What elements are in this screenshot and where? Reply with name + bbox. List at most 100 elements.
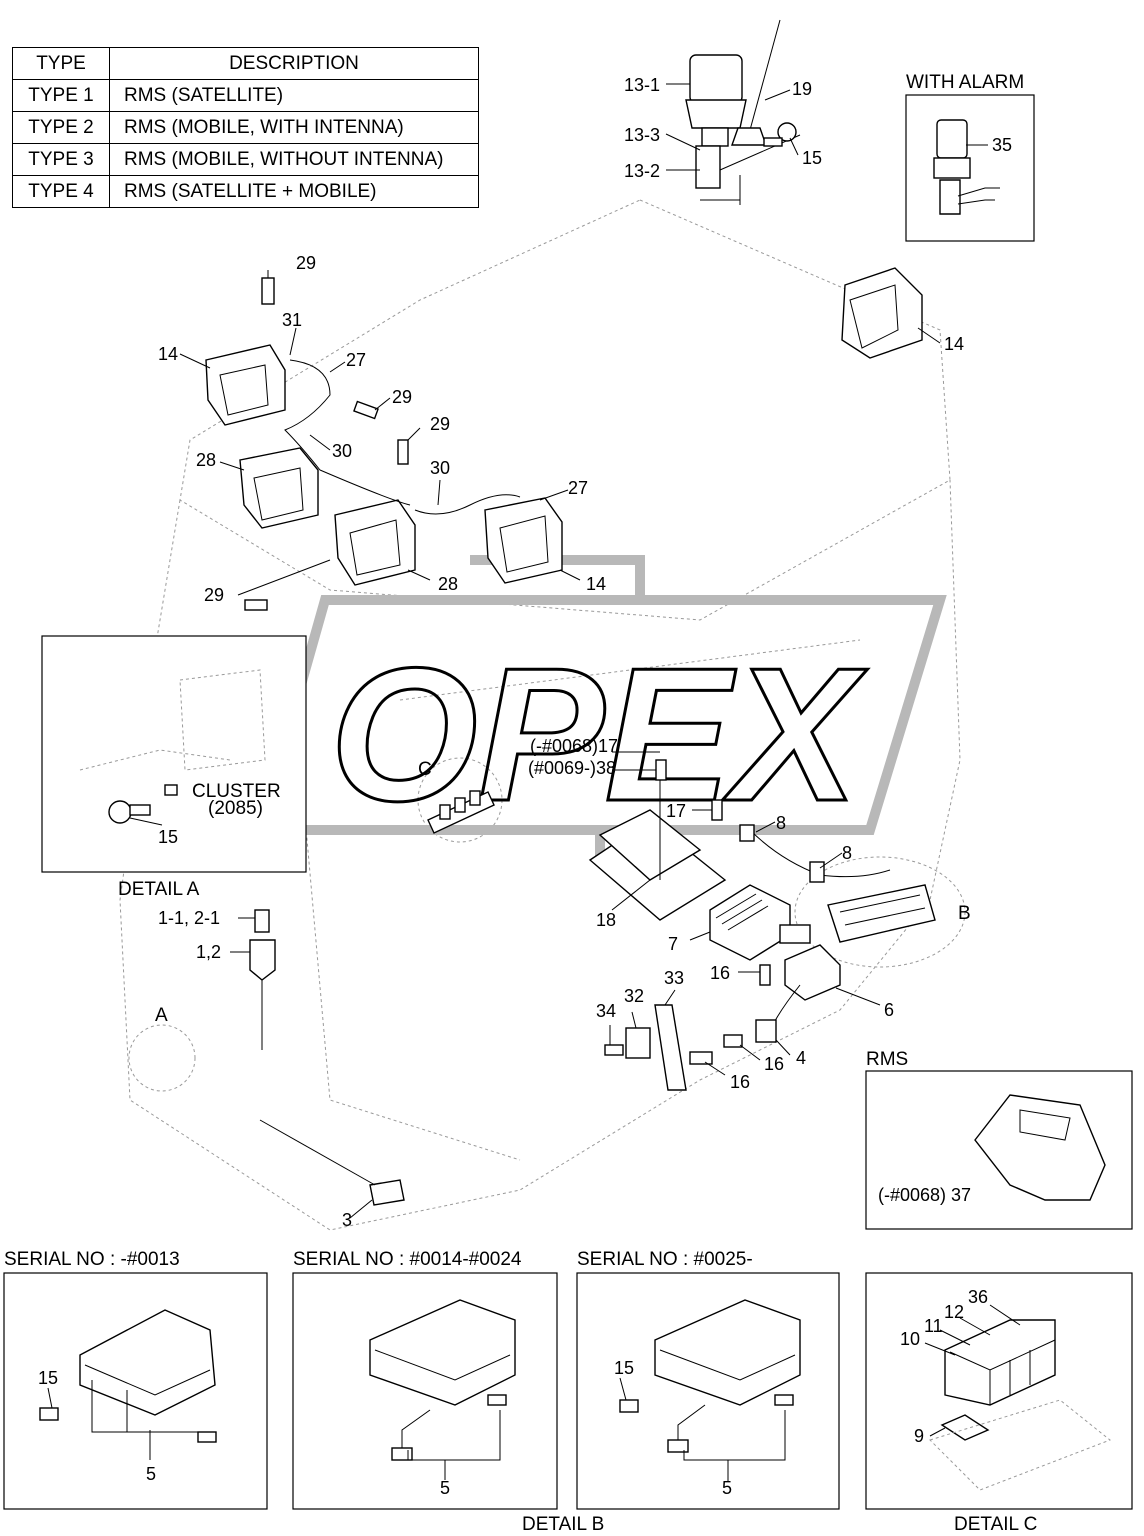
serial-2-caption: SERIAL NO : #0014-#0024 xyxy=(293,1249,522,1270)
detail-c-circle xyxy=(417,757,503,843)
captions: WITH ALARM CLUSTER (2085) DETAIL A A B C… xyxy=(4,72,1037,1535)
work-lamp-14-right xyxy=(841,267,923,359)
callout-15: 15 xyxy=(614,1358,634,1378)
marker-b: B xyxy=(958,903,971,924)
cluster-ghost xyxy=(79,669,266,771)
callout-8: 8 xyxy=(842,843,852,863)
callout-29: 29 xyxy=(430,414,450,434)
detail-b-circle xyxy=(794,856,966,968)
table-header-description: DESCRIPTION xyxy=(109,47,479,80)
callout-13-2: 13-2 xyxy=(624,161,660,181)
part-callouts: 13-1 13-3 13-2 19 15 35 29 31 14 27 29 2… xyxy=(38,75,1012,1498)
serial-3-caption: SERIAL NO : #0025- xyxy=(577,1249,753,1270)
callout-28: 28 xyxy=(196,450,216,470)
callout-3: 3 xyxy=(342,1210,352,1230)
callout-4: 4 xyxy=(796,1048,806,1068)
callout-16: 16 xyxy=(730,1072,750,1092)
beacon-lamp xyxy=(685,54,747,189)
callout-34: 34 xyxy=(596,1001,616,1021)
table-cell-description: RMS (MOBILE, WITH INTENNA) xyxy=(109,111,479,144)
callout-16: 16 xyxy=(764,1054,784,1074)
callout-30: 30 xyxy=(332,441,352,461)
callout-11: 11 xyxy=(924,1316,943,1336)
buzzer-32 xyxy=(604,1027,651,1059)
with-alarm-caption: WITH ALARM xyxy=(906,72,1024,93)
bracket-8 xyxy=(739,824,825,883)
callout-16: 16 xyxy=(710,963,730,983)
detail-b-caption: DETAIL B xyxy=(522,1514,604,1535)
radio-serial-2 xyxy=(369,1299,516,1480)
bolt-15-detail-a xyxy=(108,784,178,824)
antenna xyxy=(700,19,801,205)
rms-antenna-37 xyxy=(974,1094,1106,1201)
callout-38: (#0069-)38 xyxy=(528,758,616,778)
table-header-type: TYPE xyxy=(12,47,110,80)
callout-1-2: 1,2 xyxy=(196,942,221,962)
callout-7: 7 xyxy=(668,934,678,954)
radio-serial-1 xyxy=(39,1309,217,1460)
callout-29: 29 xyxy=(204,585,224,605)
callout-10: 10 xyxy=(900,1329,920,1349)
bracket-33 xyxy=(654,1004,687,1091)
callout-17: 17 xyxy=(666,801,686,821)
work-lamp-14-center xyxy=(484,497,563,584)
callout-5: 5 xyxy=(146,1464,156,1484)
table-row: TYPE 2 RMS (MOBILE, WITH INTENNA) xyxy=(12,111,479,144)
opex-watermark: OPEX xyxy=(253,555,947,860)
callout-9: 9 xyxy=(914,1426,924,1446)
callout-31: 31 xyxy=(282,310,302,330)
callout-5: 5 xyxy=(440,1478,450,1498)
detail-a-circle xyxy=(128,1024,196,1092)
switch-assembly-detail-c xyxy=(929,1319,1111,1491)
callout-15: 15 xyxy=(38,1368,58,1388)
callout-29: 29 xyxy=(296,253,316,273)
watermark-text: OPEX xyxy=(330,629,868,841)
radio-unit-b xyxy=(827,884,936,943)
module-6 xyxy=(784,944,841,1001)
detail-c-caption: DETAIL C xyxy=(954,1514,1037,1535)
work-lamp-14-left xyxy=(205,344,286,426)
callout-17: (-#0068)17 xyxy=(530,736,618,756)
callout-14: 14 xyxy=(158,344,178,364)
callout-28: 28 xyxy=(438,574,458,594)
rms-bracket-18 xyxy=(588,780,727,921)
cluster-code-caption: (2085) xyxy=(208,798,263,819)
callout-27: 27 xyxy=(346,350,366,370)
callout-35: 35 xyxy=(992,135,1012,155)
leader-lines xyxy=(47,83,1021,1437)
bolt-15-top xyxy=(763,122,797,147)
callout-14: 14 xyxy=(944,334,964,354)
callout-30: 30 xyxy=(430,458,450,478)
callout-13-1: 13-1 xyxy=(624,75,660,95)
callout-29: 29 xyxy=(392,387,412,407)
lamp-wiring xyxy=(284,359,521,515)
controller-7 xyxy=(709,884,811,961)
connector-4 xyxy=(689,1019,777,1065)
callout-1-1-2-1: 1-1, 2-1 xyxy=(158,908,220,928)
marker-c: C xyxy=(418,759,432,780)
rms-caption: RMS xyxy=(866,1049,908,1070)
radio-serial-3 xyxy=(619,1299,801,1482)
table-header-row: TYPE DESCRIPTION xyxy=(12,47,479,80)
table-cell-type: TYPE 2 xyxy=(12,111,110,144)
key-switch xyxy=(249,909,276,1050)
callout-6: 6 xyxy=(884,1000,894,1020)
table-row: TYPE 4 RMS (SATELLITE + MOBILE) xyxy=(12,175,479,208)
callout-13-3: 13-3 xyxy=(624,125,660,145)
table-cell-type: TYPE 3 xyxy=(12,143,110,176)
type-description-table: TYPE DESCRIPTION TYPE 1 RMS (SATELLITE) … xyxy=(12,47,479,208)
switch-panel-c xyxy=(427,790,495,834)
work-lamp-28-center xyxy=(334,499,416,586)
callout-8: 8 xyxy=(776,813,786,833)
detail-a-caption: DETAIL A xyxy=(118,879,200,900)
alarm-beacon xyxy=(933,119,1000,215)
callout-5: 5 xyxy=(722,1478,732,1498)
callout-18: 18 xyxy=(596,910,616,930)
callout-19: 19 xyxy=(792,79,812,99)
cluster-caption: CLUSTER xyxy=(192,781,281,802)
table-cell-type: TYPE 1 xyxy=(12,79,110,112)
callout-32: 32 xyxy=(624,986,644,1006)
marker-a: A xyxy=(155,1005,168,1026)
connector-3 xyxy=(259,1119,405,1206)
